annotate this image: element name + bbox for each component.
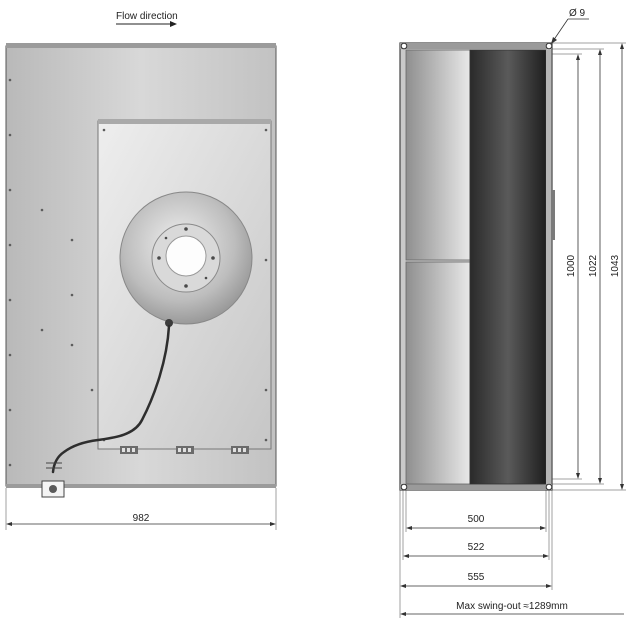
width-982-label: 982 [133, 513, 150, 524]
depth-555-label: 555 [468, 572, 485, 583]
terminal-blocks [120, 446, 249, 454]
cable-entry-bracket [41, 462, 65, 498]
height-1022-dimension [598, 49, 602, 484]
height-1000-label: 1000 [566, 254, 577, 277]
mounting-plate-top-rail [98, 119, 271, 124]
side-view: Ø 9 1000 1022 [399, 8, 626, 618]
width-dimension [5, 488, 277, 530]
depth-522-dimension [403, 554, 549, 558]
plate-rivets [102, 128, 268, 442]
side-frame-bottom [400, 484, 552, 490]
height-1043-label: 1043 [610, 254, 621, 277]
depth-500-label: 500 [468, 514, 485, 525]
depth-522-label: 522 [468, 542, 485, 553]
height-1022-label: 1022 [588, 254, 599, 277]
front-view: Flow direction [5, 11, 277, 530]
hub-bolts [157, 227, 215, 288]
left-edge-rivets [8, 78, 12, 467]
flow-direction-arrow [116, 21, 177, 27]
height-1043-dimension [620, 43, 624, 490]
top-flange [6, 43, 276, 48]
cable-gland [165, 319, 173, 327]
bottom-flange [6, 484, 276, 488]
side-connector [551, 190, 555, 240]
power-cable [51, 324, 171, 474]
side-upper-panel [405, 49, 471, 261]
mounting-holes [400, 42, 553, 491]
depth-500-dimension [406, 526, 546, 530]
max-swing-out-label: Max swing-out ≈1289mm [456, 601, 568, 612]
hole-diameter-leader [550, 18, 589, 45]
fan-hub-opening [165, 235, 207, 277]
side-lower-panel [405, 261, 471, 485]
horizontal-extension-lines [399, 490, 553, 618]
side-motor-section [469, 49, 547, 485]
side-right-strip [546, 50, 551, 484]
vertical-extension-lines [552, 42, 626, 491]
depth-555-dimension [400, 584, 552, 588]
side-frame-top [400, 43, 552, 49]
height-1000-dimension [576, 54, 580, 479]
max-swing-out-dimension [400, 612, 624, 616]
flow-direction-label: Flow direction [116, 11, 178, 22]
hole-diameter-label: Ø 9 [569, 8, 586, 19]
